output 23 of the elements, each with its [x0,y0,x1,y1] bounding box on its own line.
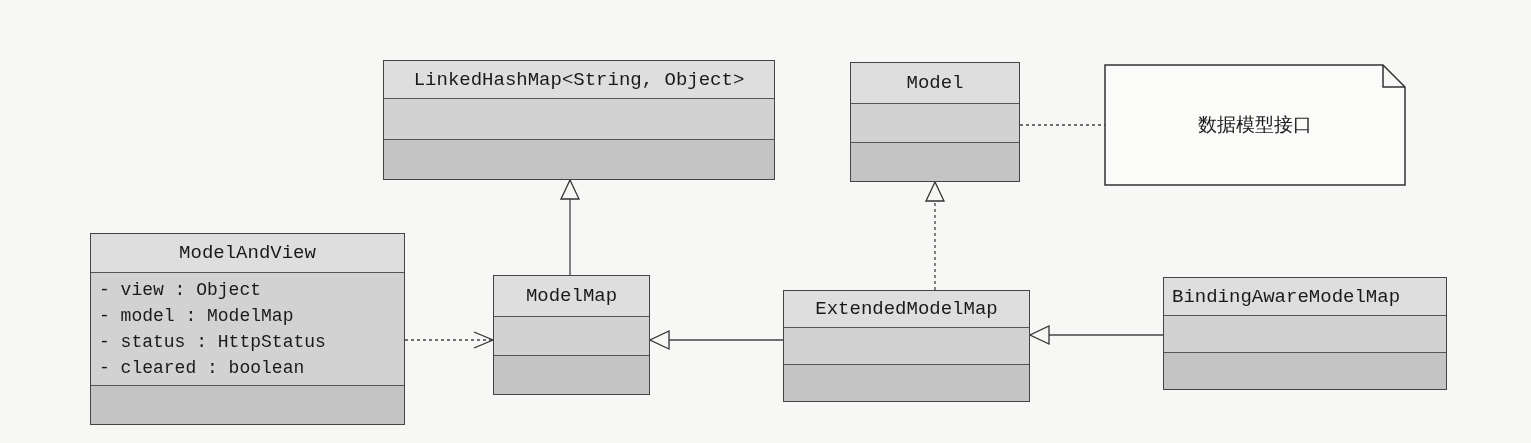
class-box [493,275,650,395]
connector-arrow [649,330,784,350]
connector-arrow [925,181,945,291]
class-name: Model [906,72,964,94]
class-name: ExtendedModelMap [815,298,998,320]
connector-arrow [1029,325,1164,345]
class-name: ModelAndView [179,242,316,264]
class-box [783,290,1030,402]
note-text: 数据模型接口 [1198,114,1312,138]
attribute-text: - status : HttpStatus [99,331,327,354]
class-name: ModelMap [525,285,618,307]
class-box [850,62,1020,182]
class-box [383,60,775,180]
attribute-text: - model : ModelMap [99,305,295,328]
attribute-text: - cleared : boolean [99,357,306,380]
class-box [1163,277,1447,390]
connector-arrow [560,179,580,276]
class-name: LinkedHashMap<String, Object> [413,68,745,91]
connector-arrow [404,331,494,349]
class-box [90,233,405,425]
note [1105,65,1405,185]
attribute-text: - view : Object [99,279,263,302]
class-name: BindingAwareModelMap [1172,285,1401,308]
